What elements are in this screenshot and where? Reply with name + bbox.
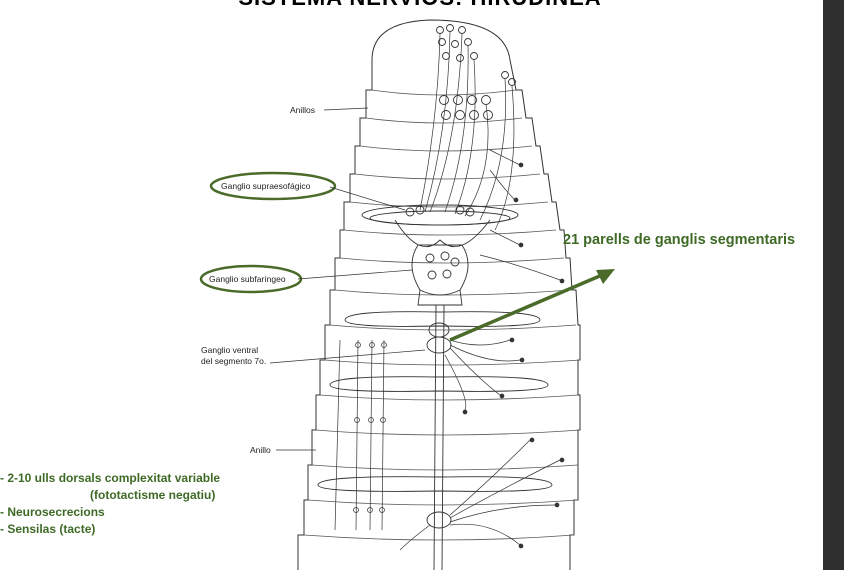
label-ganglio-ventral-2: del segmento 7o. xyxy=(201,356,266,366)
anterior-nerves xyxy=(420,32,514,230)
subpharyngeal-ganglion xyxy=(412,245,468,305)
note-phototaxis: (fototactisme negatiu) xyxy=(0,487,300,504)
note-sensilla: - Sensilas (tacte) xyxy=(0,521,300,538)
label-subfaringeo: Ganglio subfaríngeo xyxy=(209,274,286,284)
label-ganglio-ventral-1: Ganglio ventral xyxy=(201,345,258,355)
note-eyes: - 2-10 ulls dorsals complexitat variable xyxy=(0,470,300,487)
label-anillos: Anillos xyxy=(290,105,315,115)
diagram-labels: Anillos Ganglio supraesofágico Ganglio s… xyxy=(201,105,425,455)
right-side-bar xyxy=(823,0,844,570)
segmental-ganglia-callout: 21 parells de ganglis segmentaris xyxy=(563,232,795,248)
label-anillo: Anillo xyxy=(250,445,271,455)
cerebral-ganglia xyxy=(362,205,518,247)
lateral-nerves xyxy=(335,340,387,530)
slide: SISTEMA NERVIÓS: HIRUDINEA xyxy=(0,0,823,570)
segmental-ganglia xyxy=(427,323,451,528)
segment-annuli xyxy=(304,90,580,540)
label-supraesofagico: Ganglio supraesofágico xyxy=(221,181,311,191)
ventral-nerve-cord xyxy=(434,305,444,570)
callout-arrow xyxy=(450,269,615,340)
notes-list: - 2-10 ulls dorsals complexitat variable… xyxy=(0,470,300,538)
note-neurosecretions: - Neurosecrecions xyxy=(0,504,300,521)
